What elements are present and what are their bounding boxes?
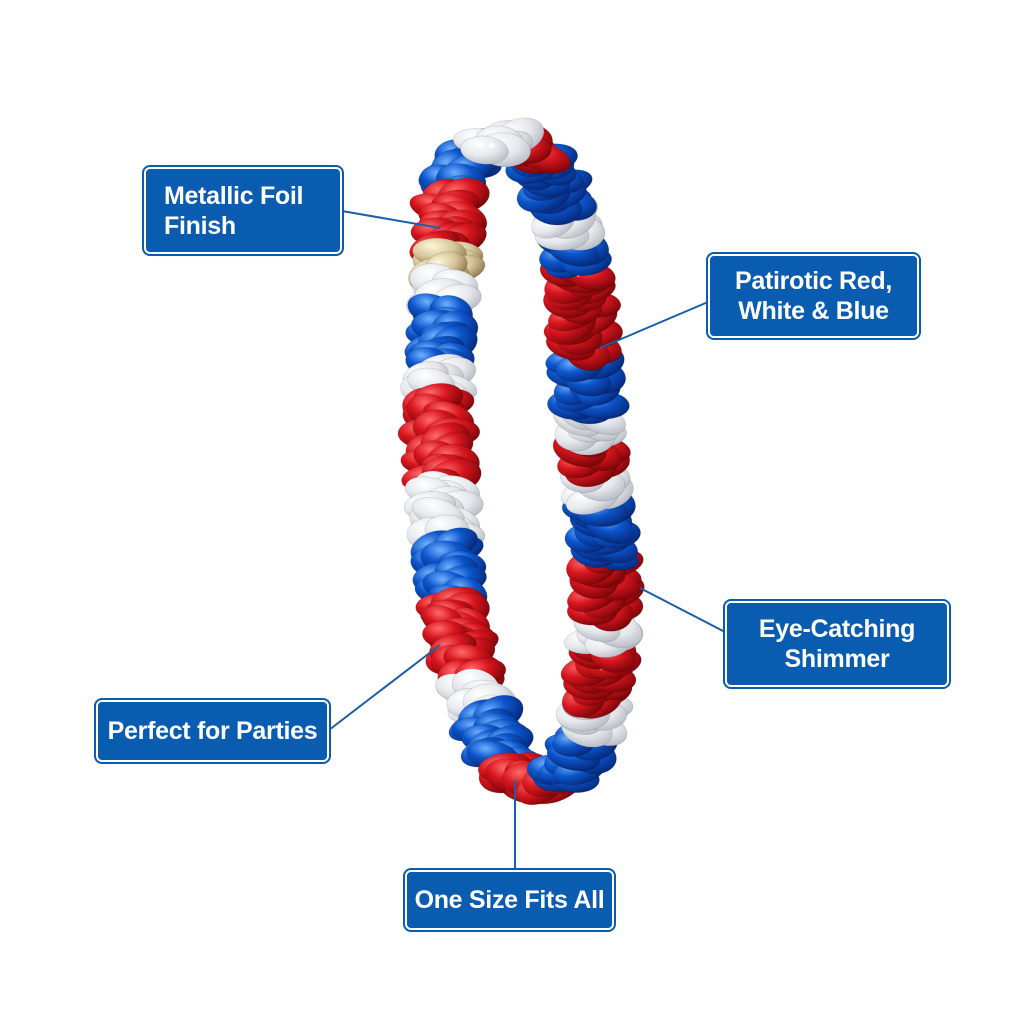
perfect-for-parties-label: Perfect for Parties bbox=[107, 717, 318, 745]
shimmer-callout: Eye-Catching Shimmer bbox=[723, 599, 951, 689]
shimmer-line-2: Shimmer bbox=[784, 645, 890, 673]
shimmer-leader bbox=[639, 587, 726, 633]
metallic-foil-line-2: Finish bbox=[164, 211, 236, 240]
lei-necklace-icon bbox=[397, 117, 645, 806]
metallic-foil-leader bbox=[341, 210, 441, 229]
one-size-callout: One Size Fits All bbox=[403, 868, 616, 932]
patriotic-colors-line-1: Patirotic Red, bbox=[735, 267, 892, 295]
patriotic-colors-callout: Patirotic Red, White & Blue bbox=[706, 252, 921, 340]
metallic-foil-line-1: Metallic Foil bbox=[164, 181, 304, 210]
shimmer-line-1: Eye-Catching bbox=[758, 615, 916, 643]
patriotic-colors-leader bbox=[599, 301, 709, 349]
leader-lines bbox=[328, 210, 726, 870]
perfect-for-parties-leader bbox=[328, 644, 441, 731]
lei-petal-cluster bbox=[452, 125, 532, 168]
perfect-for-parties-callout: Perfect for Parties bbox=[94, 698, 331, 764]
patriotic-colors-line-2: White & Blue bbox=[738, 297, 889, 325]
one-size-label: One Size Fits All bbox=[414, 886, 605, 914]
metallic-foil-callout: Metallic Foil Finish bbox=[142, 165, 344, 256]
